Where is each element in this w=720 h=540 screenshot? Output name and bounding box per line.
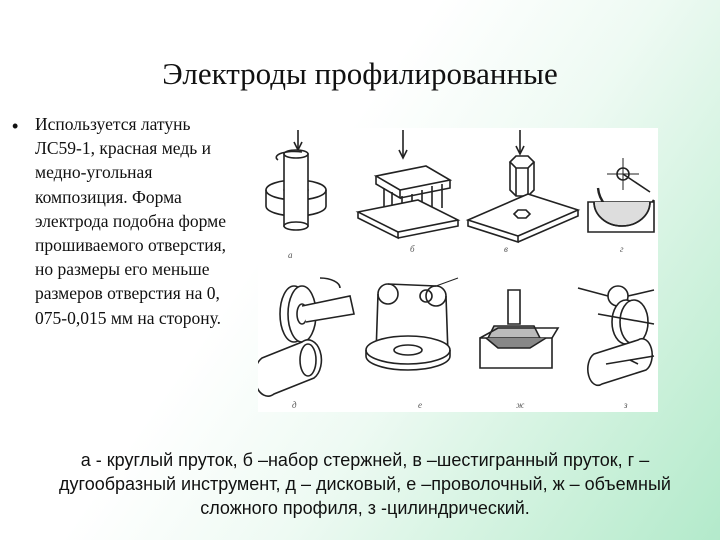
panel-label-v: в [504,244,508,254]
panel-g-arc-tool [587,158,656,233]
panel-label-d: д [292,400,297,410]
panel-z-cylindrical [577,285,655,387]
bullet-text: Используется латунь ЛС59-1, красная медь… [35,114,227,328]
panel-label-b: б [410,244,415,254]
electrode-types-figure: а б в г д е ж з [258,128,658,412]
panel-label-g: г [620,244,624,254]
panel-d-disk [258,277,355,397]
panel-b-rod-set [355,130,461,240]
electrode-types-drawing: а б в г д е ж з [258,130,656,410]
panel-label-zh: ж [516,400,525,410]
panel-label-z: з [623,400,628,410]
bullet-marker: • [12,116,19,136]
figure-caption: а - круглый пруток, б –набор стержней, в… [59,450,671,518]
panel-e-wire [365,277,459,371]
panel-a-round-rod [265,130,327,231]
panel-label-a: а [288,250,293,260]
slide-title: Электроды профилированные [162,56,558,91]
panel-zh-complex-profile [479,289,560,369]
panel-label-e: е [418,400,422,410]
panel-v-hex-rod [465,130,581,244]
